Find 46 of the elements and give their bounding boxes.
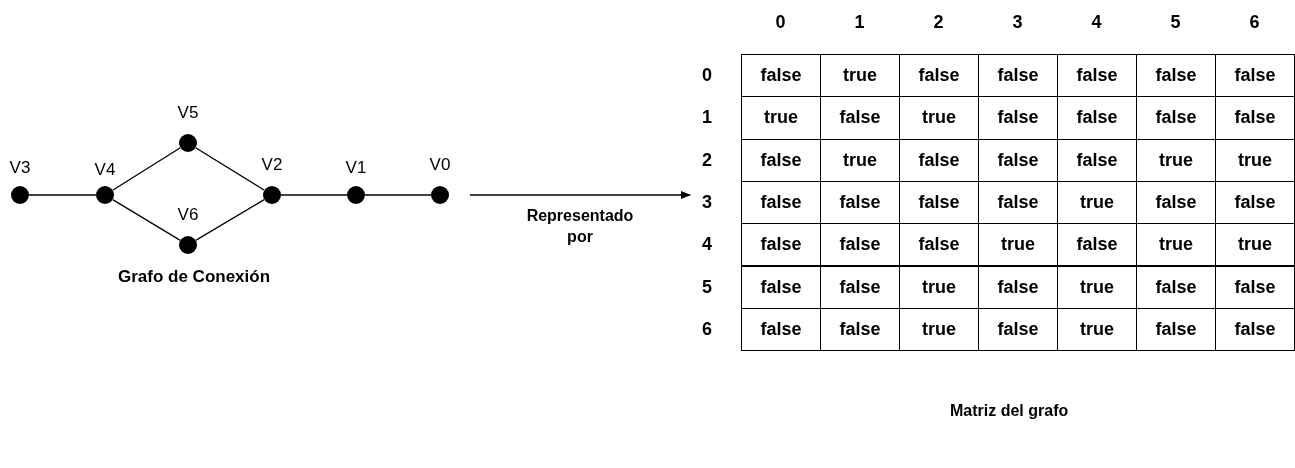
row-header: 5 <box>701 276 713 298</box>
row-header: 1 <box>701 107 713 129</box>
table-cell: true <box>1215 223 1295 267</box>
edge-line <box>28 194 97 196</box>
row-header: 3 <box>701 191 713 213</box>
vertex-dot <box>263 186 281 204</box>
table-cell: false <box>741 307 821 352</box>
column-header: 2 <box>932 12 945 33</box>
vertex-label: V2 <box>261 155 283 175</box>
edge-line <box>111 147 181 191</box>
column-header: 6 <box>1248 12 1261 33</box>
vertex-dot <box>347 186 365 204</box>
edge-line <box>195 198 265 242</box>
vertex-label: V0 <box>429 155 451 175</box>
vertex-dot <box>11 186 29 204</box>
table-cell: false <box>1215 265 1295 309</box>
row-header: 4 <box>701 234 713 256</box>
vertex-label: V6 <box>177 205 199 225</box>
column-header: 5 <box>1169 12 1182 33</box>
column-header: 3 <box>1011 12 1024 33</box>
edge-line <box>112 199 181 241</box>
column-header: 1 <box>853 12 866 33</box>
vertex-dot <box>179 236 197 254</box>
row-header: 6 <box>701 318 713 340</box>
caption: Matriz del grafo <box>950 402 1069 420</box>
vertex-label: V1 <box>345 158 367 178</box>
table-cell: false <box>1215 307 1295 352</box>
row-header: 2 <box>701 149 713 171</box>
vertex-dot <box>179 134 197 152</box>
edge-line <box>280 194 348 196</box>
column-header: 4 <box>1090 12 1103 33</box>
table-cell: false <box>741 265 821 309</box>
edge-line <box>195 147 265 191</box>
vertex-label: V3 <box>9 158 31 178</box>
table-cell: false <box>1215 54 1295 98</box>
column-header: 0 <box>774 12 787 33</box>
edge-line <box>364 194 432 196</box>
arrow <box>469 191 691 199</box>
vertex-label: V5 <box>177 103 199 123</box>
vertex-dot <box>431 186 449 204</box>
table-cell: false <box>741 54 821 98</box>
table-cell: false <box>741 223 821 267</box>
vertex-label: V4 <box>94 160 116 180</box>
caption: Grafo de Conexión <box>118 267 271 287</box>
vertex-dot <box>96 186 114 204</box>
row-header: 0 <box>701 65 713 86</box>
